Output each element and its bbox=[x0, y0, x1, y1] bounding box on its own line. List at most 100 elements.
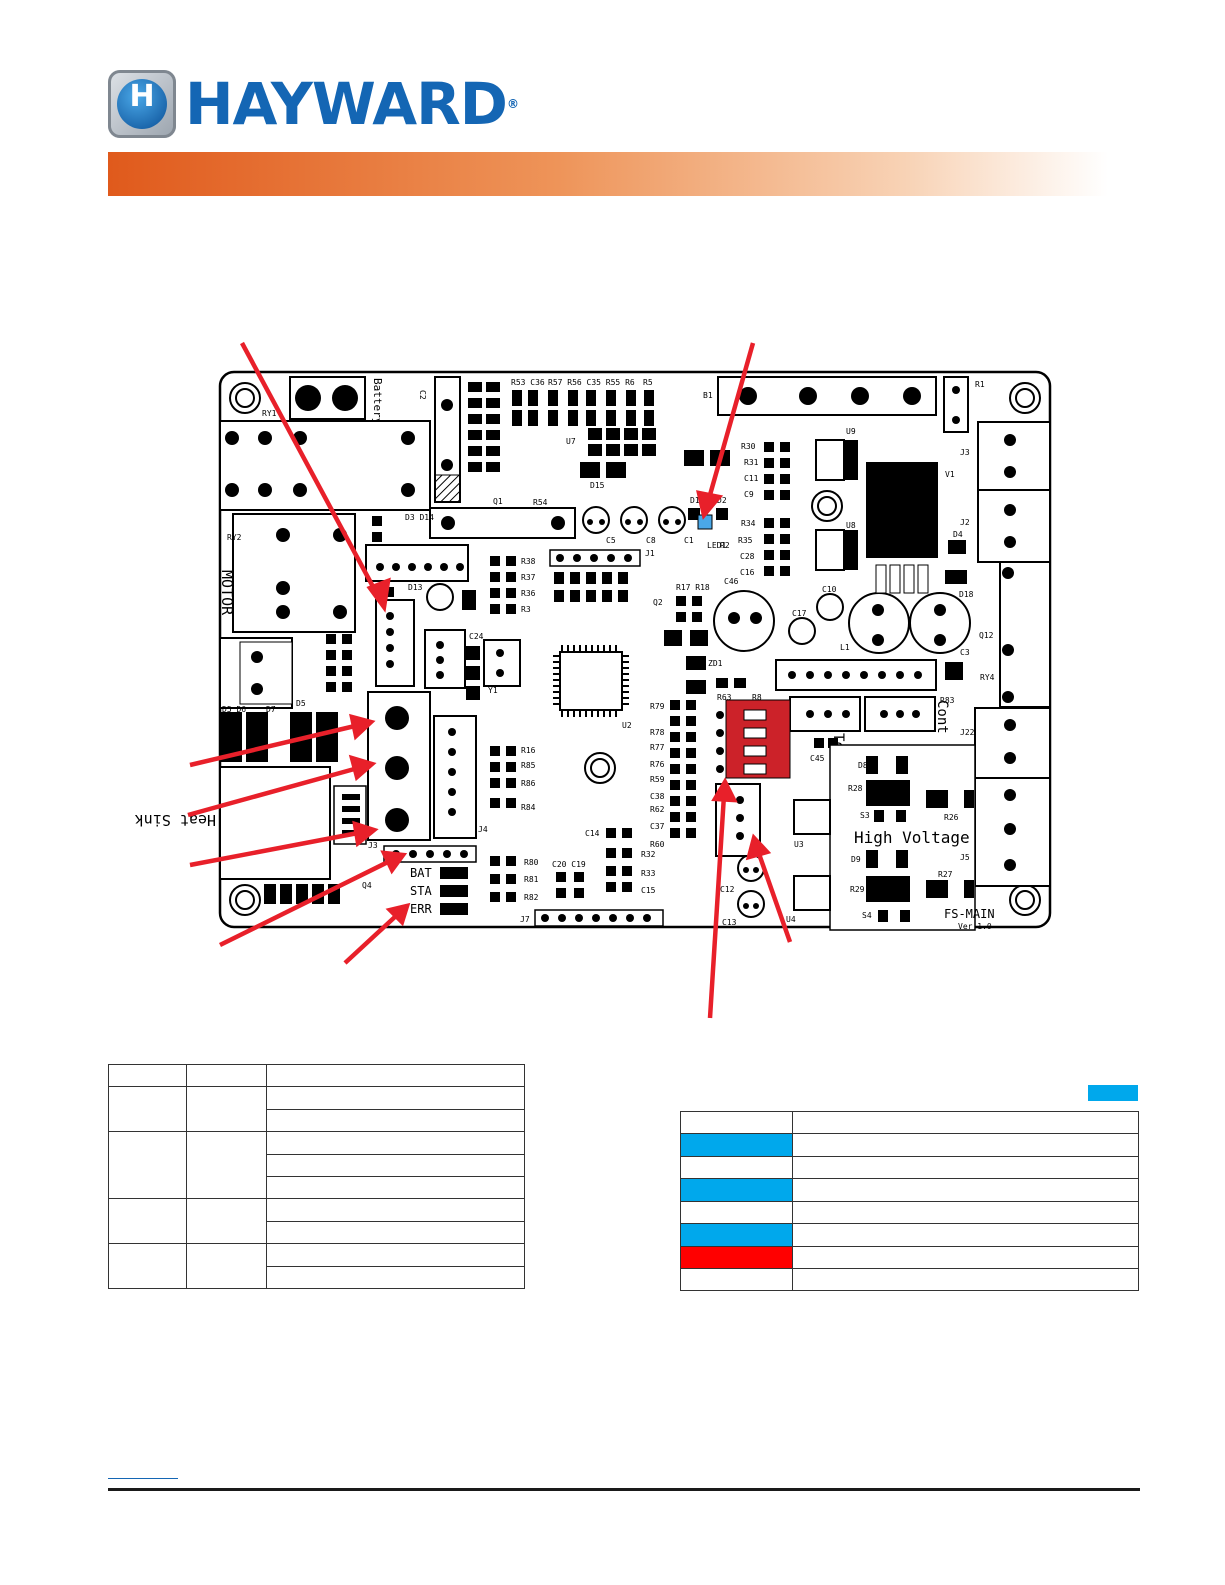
svg-text:Y1: Y1 bbox=[488, 686, 498, 695]
svg-text:C46: C46 bbox=[724, 577, 739, 586]
footer-rule bbox=[108, 1488, 1140, 1491]
svg-text:R57 R56 C35 R55 R6: R57 R56 C35 R55 R6 bbox=[548, 378, 635, 387]
led-sta-label: STA bbox=[410, 884, 432, 898]
right-table-header-cell bbox=[792, 1111, 1139, 1134]
left-table-cell bbox=[266, 1086, 525, 1110]
svg-text:R54: R54 bbox=[533, 498, 548, 507]
svg-text:R77: R77 bbox=[650, 743, 665, 752]
svg-text:U2: U2 bbox=[622, 721, 632, 730]
svg-text:C5: C5 bbox=[606, 536, 616, 545]
svg-text:Q1: Q1 bbox=[493, 497, 503, 506]
svg-text:J1: J1 bbox=[645, 549, 655, 558]
svg-text:C45: C45 bbox=[810, 754, 825, 763]
version-label: Ver 1.0 bbox=[958, 922, 992, 931]
svg-text:R53 C36: R53 C36 bbox=[511, 378, 545, 387]
svg-text:D5 D6: D5 D6 bbox=[222, 705, 246, 714]
svg-text:D4: D4 bbox=[953, 530, 963, 539]
left-table-cell bbox=[108, 1243, 187, 1289]
svg-text:R32: R32 bbox=[641, 850, 656, 859]
svg-text:U9: U9 bbox=[846, 427, 856, 436]
svg-text:D3 D14: D3 D14 bbox=[405, 513, 434, 522]
right-led-table bbox=[680, 1111, 1139, 1291]
left-table-header-cell bbox=[186, 1064, 267, 1087]
svg-text:RY4: RY4 bbox=[980, 673, 995, 682]
svg-text:C28: C28 bbox=[740, 552, 755, 561]
svg-text:C20 C19: C20 C19 bbox=[552, 860, 586, 869]
svg-text:L1: L1 bbox=[840, 643, 850, 652]
svg-text:C3: C3 bbox=[960, 648, 970, 657]
svg-text:C10: C10 bbox=[822, 585, 837, 594]
svg-text:Q12: Q12 bbox=[979, 631, 994, 640]
left-table-header-cell bbox=[108, 1064, 187, 1087]
svg-text:B1: B1 bbox=[703, 391, 713, 400]
svg-text:R38: R38 bbox=[521, 557, 536, 566]
right-table-cell bbox=[792, 1246, 1139, 1269]
svg-text:R85: R85 bbox=[521, 761, 536, 770]
led-color-swatch-white bbox=[680, 1156, 793, 1179]
battery-label: Battery bbox=[371, 378, 384, 425]
led-color-swatch-blue bbox=[680, 1178, 793, 1202]
svg-text:S4: S4 bbox=[862, 911, 872, 920]
svg-text:R60: R60 bbox=[650, 840, 665, 849]
svg-text:R78: R78 bbox=[650, 728, 665, 737]
svg-text:J3: J3 bbox=[960, 448, 970, 457]
svg-text:C2: C2 bbox=[418, 390, 427, 400]
right-table-cell bbox=[792, 1133, 1139, 1157]
svg-text:D18: D18 bbox=[959, 590, 974, 599]
led-color-swatch-blue bbox=[680, 1133, 793, 1157]
svg-text:R30: R30 bbox=[741, 442, 756, 451]
svg-text:D15: D15 bbox=[590, 481, 605, 490]
footer-link-underline[interactable] bbox=[108, 1478, 178, 1479]
left-table-cell bbox=[186, 1131, 267, 1199]
svg-text:D9: D9 bbox=[851, 855, 861, 864]
svg-text:R34: R34 bbox=[741, 519, 756, 528]
svg-text:R17 R18: R17 R18 bbox=[676, 583, 710, 592]
left-table-cell bbox=[266, 1221, 525, 1244]
led-color-swatch-blue bbox=[680, 1223, 793, 1247]
svg-text:D5: D5 bbox=[296, 699, 306, 708]
pcb-layout-svg: Battery MOTOR Heat Sink BAT STA ERR bbox=[135, 341, 1052, 1019]
svg-text:R83: R83 bbox=[940, 696, 955, 705]
svg-text:R16: R16 bbox=[521, 746, 536, 755]
svg-text:LED1: LED1 bbox=[707, 541, 726, 550]
svg-text:J7: J7 bbox=[520, 915, 530, 924]
left-table-cell bbox=[266, 1109, 525, 1132]
svg-text:J5: J5 bbox=[960, 853, 970, 862]
legend-blue-chip bbox=[1088, 1085, 1138, 1101]
svg-text:R35: R35 bbox=[738, 536, 753, 545]
cont-label: Cont bbox=[934, 700, 950, 734]
svg-text:C13: C13 bbox=[722, 918, 737, 927]
svg-text:R36: R36 bbox=[521, 589, 536, 598]
left-table-cell bbox=[266, 1176, 525, 1199]
heat-sink-label: Heat Sink bbox=[135, 811, 216, 829]
svg-text:C11: C11 bbox=[744, 474, 759, 483]
registered-mark: ® bbox=[506, 97, 519, 111]
led-err-label: ERR bbox=[410, 902, 432, 916]
svg-text:R8: R8 bbox=[752, 693, 762, 702]
svg-text:R31: R31 bbox=[744, 458, 759, 467]
svg-text:U4: U4 bbox=[786, 915, 796, 924]
svg-text:R82: R82 bbox=[524, 893, 539, 902]
svg-text:J3: J3 bbox=[368, 841, 378, 850]
svg-text:C38: C38 bbox=[650, 792, 665, 801]
svg-text:C37: C37 bbox=[650, 822, 665, 831]
left-table-cell bbox=[108, 1086, 187, 1132]
svg-text:R76: R76 bbox=[650, 760, 665, 769]
svg-text:V1: V1 bbox=[945, 470, 955, 479]
svg-text:J22: J22 bbox=[960, 728, 975, 737]
svg-text:D7: D7 bbox=[266, 705, 276, 714]
left-table-cell bbox=[266, 1198, 525, 1222]
left-spec-table bbox=[108, 1064, 525, 1289]
svg-text:R2: R2 bbox=[720, 541, 730, 550]
svg-text:R63: R63 bbox=[717, 693, 732, 702]
svg-text:Q4: Q4 bbox=[362, 881, 372, 890]
svg-text:RY2: RY2 bbox=[227, 533, 242, 542]
hayward-logo-text: HAYWARD® bbox=[185, 72, 519, 136]
svg-text:D1: D1 bbox=[690, 496, 700, 505]
svg-text:D13: D13 bbox=[408, 583, 423, 592]
svg-text:C9: C9 bbox=[744, 490, 754, 499]
led-color-swatch-white bbox=[680, 1201, 793, 1224]
svg-text:R79: R79 bbox=[650, 702, 665, 711]
svg-text:R59: R59 bbox=[650, 775, 665, 784]
